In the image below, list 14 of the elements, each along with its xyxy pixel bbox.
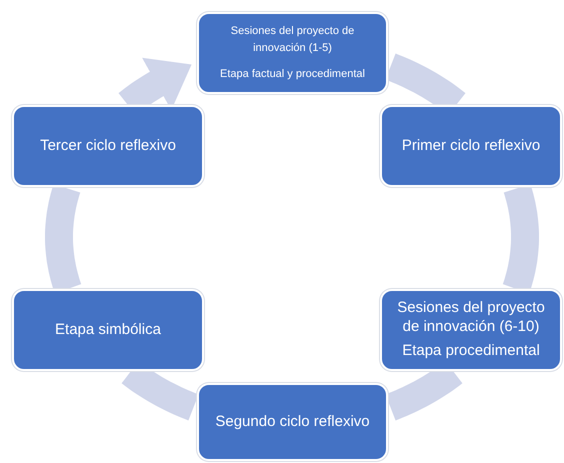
box-title: Primer ciclo reflexivo bbox=[402, 136, 540, 156]
process-box bbox=[197, 12, 388, 94]
box-title: Sesiones del proyecto de innovación (6-10) bbox=[396, 298, 546, 336]
box-subtitle: Etapa procedimental bbox=[402, 342, 540, 362]
process-box bbox=[12, 289, 204, 371]
process-box bbox=[12, 105, 204, 187]
process-box bbox=[197, 383, 388, 461]
box-title: Etapa simbólica bbox=[55, 320, 161, 340]
process-box bbox=[380, 289, 562, 371]
box-title: Tercer ciclo reflexivo bbox=[40, 136, 176, 156]
process-box bbox=[380, 105, 562, 187]
box-subtitle: Etapa factual y procedimental bbox=[220, 67, 365, 82]
box-title: Sesiones del proyecto de innovación (1-5) bbox=[230, 24, 356, 56]
box-title: Segundo ciclo reflexivo bbox=[215, 412, 370, 432]
